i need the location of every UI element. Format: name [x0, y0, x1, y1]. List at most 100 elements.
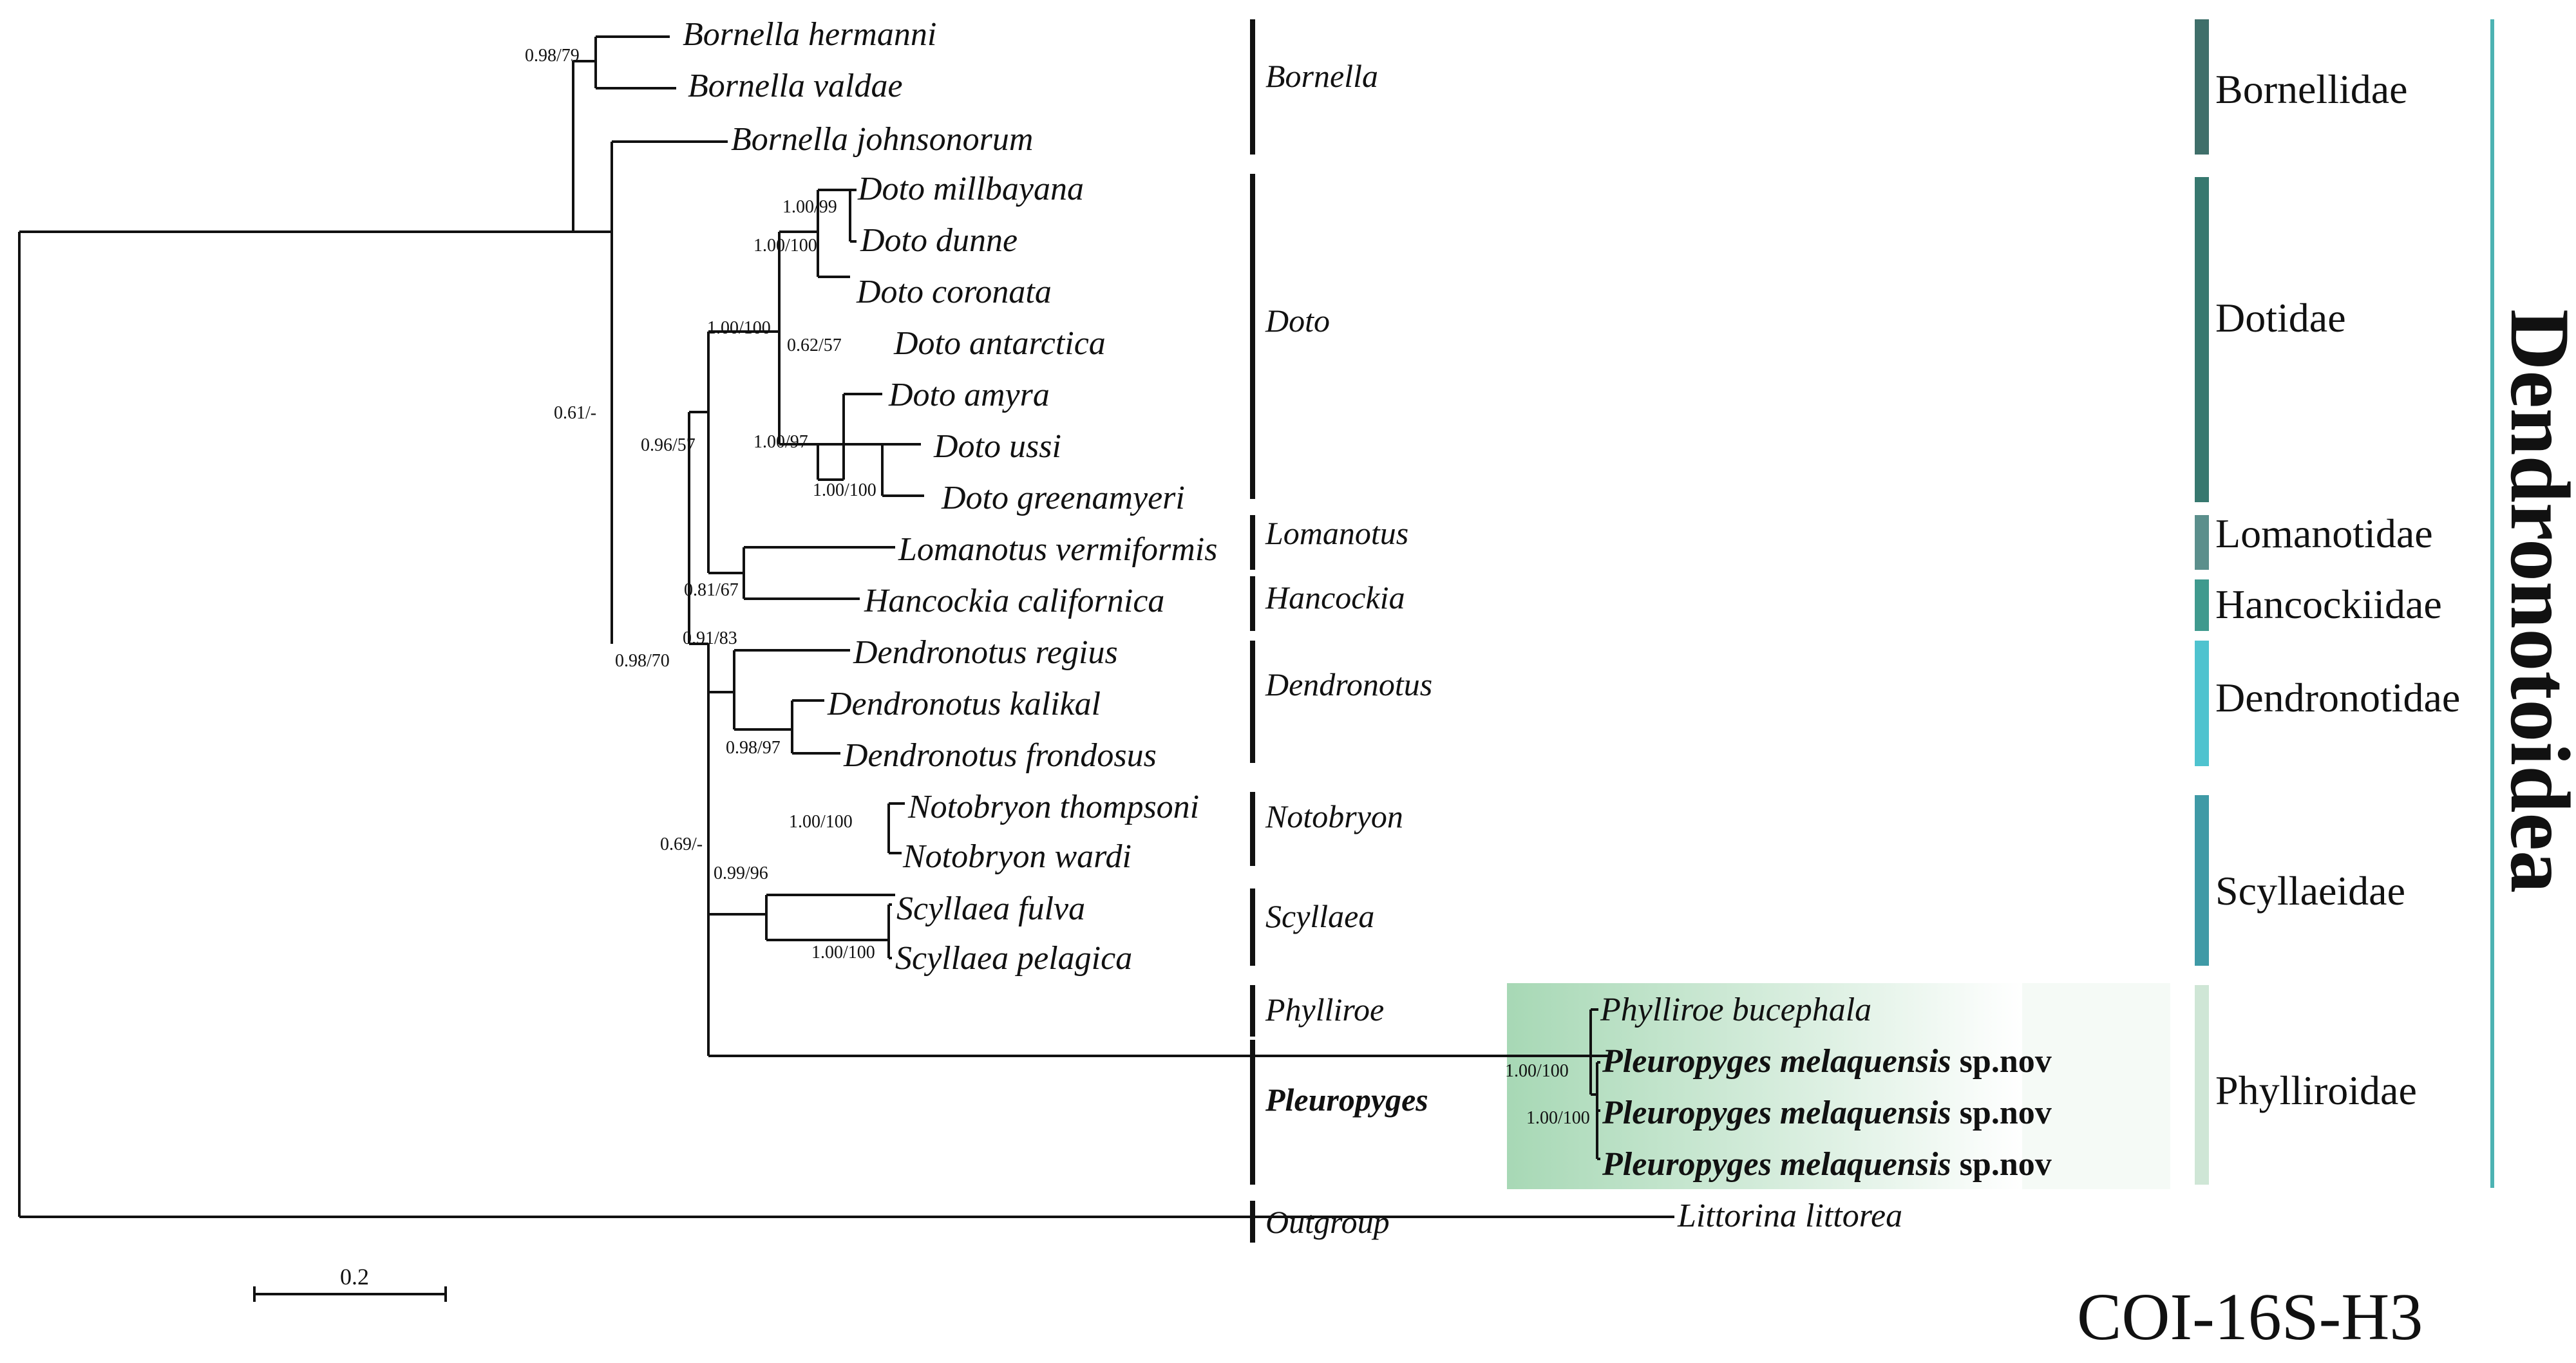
support-value: 0.98/79	[525, 46, 580, 66]
taxon-label-part: Pleuropyges melaquensis	[1602, 1095, 1951, 1131]
f-bornellidae-bar	[2195, 19, 2209, 155]
taxon-label-dc: Doto coronata	[856, 274, 1052, 310]
support-value: 0.98/97	[726, 738, 781, 758]
g-dendronotus-label: Dendronotus	[1265, 666, 1432, 702]
taxon-label-part: sp.nov	[1951, 1146, 2052, 1183]
taxon-label-bh: Bornella hermanni	[683, 16, 936, 53]
taxon-label-pm1: Pleuropyges melaquensis sp.nov	[1602, 1043, 2052, 1080]
taxon-label-dg: Doto greenamyeri	[941, 480, 1185, 516]
taxon-label-part: Scyllaea pelagica	[895, 940, 1132, 977]
taxon-label-nt: Notobryon thompsoni	[907, 789, 1199, 825]
scale-bar: 0.2	[253, 1264, 447, 1302]
taxon-label-pb: Phylliroe bucephala	[1600, 992, 1871, 1028]
taxon-label-part: Pleuropyges melaquensis	[1602, 1043, 1951, 1080]
support-value: 1.00/100	[789, 812, 853, 832]
g-hancockia-label: Hancockia	[1265, 579, 1405, 616]
f-bornellidae-label: Bornellidae	[2215, 66, 2408, 112]
g-bornella-label: Bornella	[1265, 58, 1378, 94]
g-pleuropyges-label: Pleuropyges	[1265, 1082, 1428, 1118]
g-lomanotus-label: Lomanotus	[1265, 515, 1408, 551]
taxon-label-ll: Littorina littorea	[1677, 1198, 1902, 1234]
taxon-label-part: sp.nov	[1951, 1043, 2052, 1080]
taxon-label-part: Bornella valdae	[688, 68, 903, 104]
g-notobryon-label: Notobryon	[1265, 798, 1403, 834]
taxon-label-part: Lomanotus vermiformis	[898, 531, 1217, 568]
f-scyllaeidae-bar	[2195, 795, 2209, 966]
taxon-label-part: Notobryon wardi	[902, 838, 1132, 875]
figure-title: COI-16S-H3	[2077, 1280, 2423, 1354]
taxon-label-part: Doto dunne	[860, 222, 1018, 259]
support-value: 0.91/83	[683, 628, 737, 648]
f-hancockiidae-label: Hancockiidae	[2215, 581, 2442, 627]
taxon-label-part: Bornella hermanni	[683, 16, 936, 53]
support-value: 0.61/-	[554, 403, 596, 423]
f-dendronotidae-label: Dendronotidae	[2215, 675, 2460, 720]
taxon-label-part: Notobryon thompsoni	[907, 789, 1199, 825]
taxon-label-part: Dendronotus frondosus	[843, 737, 1157, 774]
f-scyllaeidae-label: Scyllaeidae	[2215, 868, 2405, 914]
g-scyllaea-label: Scyllaea	[1265, 898, 1374, 934]
support-value: 0.99/96	[714, 863, 768, 883]
taxon-label-dr: Dendronotus regius	[853, 634, 1118, 671]
superfamily-label: Dendronotoidea	[2493, 309, 2576, 893]
f-lomanotidae-bar	[2195, 515, 2209, 570]
support-value: 0.62/57	[787, 335, 842, 355]
taxon-label-part: Doto amyra	[888, 377, 1050, 413]
support-value: 1.00/97	[753, 432, 808, 452]
taxon-label-part: Scyllaea fulva	[896, 890, 1085, 927]
taxon-label-nw: Notobryon wardi	[902, 838, 1132, 875]
support-value: 0.98/70	[615, 651, 670, 671]
taxon-label-dan: Doto antarctica	[893, 325, 1106, 362]
tree-branches	[18, 35, 1674, 1218]
g-phylliroe-label: Phylliroe	[1265, 992, 1384, 1028]
f-dendronotidae-bar	[2195, 641, 2209, 766]
phylliroidae-highlight-box	[1507, 983, 2022, 1189]
taxon-label-part: Doto coronata	[856, 274, 1052, 310]
genus-annotations: BornellaDotoLomanotusHancockiaDendronotu…	[1250, 19, 1432, 1243]
f-lomanotidae-label: Lomanotidae	[2215, 511, 2433, 556]
taxon-label-dm: Doto millbayana	[857, 171, 1084, 207]
taxon-label-part: Dendronotus kalikal	[827, 686, 1101, 722]
taxon-label-part: Bornella johnsonorum	[731, 121, 1033, 158]
taxon-label-part: Littorina littorea	[1677, 1198, 1902, 1234]
taxon-label-pm2: Pleuropyges melaquensis sp.nov	[1602, 1095, 2052, 1131]
support-value: 1.00/100	[811, 943, 875, 963]
taxon-label-part: Hancockia californica	[864, 583, 1164, 619]
support-value: 1.00/100	[1505, 1061, 1569, 1081]
taxon-label-bj: Bornella johnsonorum	[731, 121, 1033, 158]
taxon-label-sf: Scyllaea fulva	[896, 890, 1085, 927]
f-dotidae-label: Dotidae	[2215, 295, 2346, 341]
taxon-label-lv: Lomanotus vermiformis	[898, 531, 1217, 568]
support-values: 0.98/79 0.61/- 1.00/99 1.00/100 1.00/100 0.62…	[525, 46, 1590, 1128]
phylliroidae-highlight-box-extension	[2022, 983, 2170, 1189]
taxon-label-du: Doto ussi	[933, 428, 1061, 465]
taxon-label-pm3: Pleuropyges melaquensis sp.nov	[1602, 1146, 2052, 1183]
support-value: 1.00/100	[813, 480, 876, 500]
support-value: 0.96/57	[641, 435, 696, 455]
taxon-label-part: Dendronotus regius	[853, 634, 1118, 671]
support-value: 1.00/99	[782, 197, 837, 217]
taxon-label-part: Pleuropyges melaquensis	[1602, 1146, 1951, 1183]
taxon-label-hc: Hancockia californica	[864, 583, 1164, 619]
scale-bar-label: 0.2	[340, 1264, 369, 1290]
taxon-label-part: Doto ussi	[933, 428, 1061, 465]
taxon-label-part: Phylliroe bucephala	[1600, 992, 1871, 1028]
taxon-label-bv: Bornella valdae	[688, 68, 903, 104]
family-annotations: BornellidaeDotidaeLomanotidaeHancockiida…	[2195, 19, 2460, 1185]
f-phylliroidae-label: Phylliroidae	[2215, 1067, 2417, 1113]
taxon-label-part: Doto greenamyeri	[941, 480, 1185, 516]
g-doto-label: Doto	[1265, 303, 1330, 339]
support-value: 1.00/100	[753, 236, 817, 256]
support-value: 1.00/100	[1526, 1108, 1590, 1128]
taxon-label-df: Dendronotus frondosus	[843, 737, 1157, 774]
support-value: 1.00/100	[707, 318, 771, 338]
support-value: 0.81/67	[684, 580, 739, 600]
taxon-label-part: Doto antarctica	[893, 325, 1106, 362]
taxon-label-part: Doto millbayana	[857, 171, 1084, 207]
f-phylliroidae-bar	[2195, 985, 2209, 1185]
g-outgroup-label: Outgroup	[1265, 1204, 1390, 1240]
taxon-label-dam: Doto amyra	[888, 377, 1050, 413]
f-dotidae-bar	[2195, 177, 2209, 502]
